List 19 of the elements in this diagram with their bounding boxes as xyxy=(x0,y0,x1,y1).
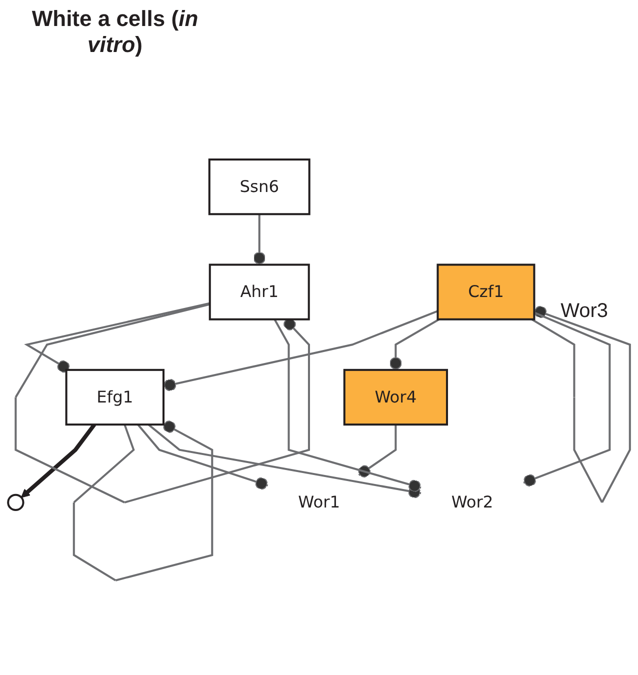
node-box: Ssn6 xyxy=(208,158,310,216)
diagram-title: White a cells (in vitro) xyxy=(30,6,200,58)
connector xyxy=(24,302,210,373)
node-box: Wor4 xyxy=(343,368,448,426)
connector xyxy=(253,214,266,265)
gene-label: Wor3 xyxy=(560,300,608,323)
connector xyxy=(358,424,397,478)
node-box: Efg1 xyxy=(65,368,165,426)
connector xyxy=(390,318,440,370)
node-box: Ahr1 xyxy=(208,264,310,320)
connector xyxy=(523,312,611,487)
node-text: Wor1 xyxy=(298,492,340,512)
node-circle xyxy=(7,494,24,512)
node-text: Wor2 xyxy=(451,492,494,512)
connector xyxy=(137,424,268,490)
connector xyxy=(148,424,422,498)
node-box: Czf1 xyxy=(436,264,536,320)
connector xyxy=(274,318,422,492)
connector xyxy=(163,310,438,392)
